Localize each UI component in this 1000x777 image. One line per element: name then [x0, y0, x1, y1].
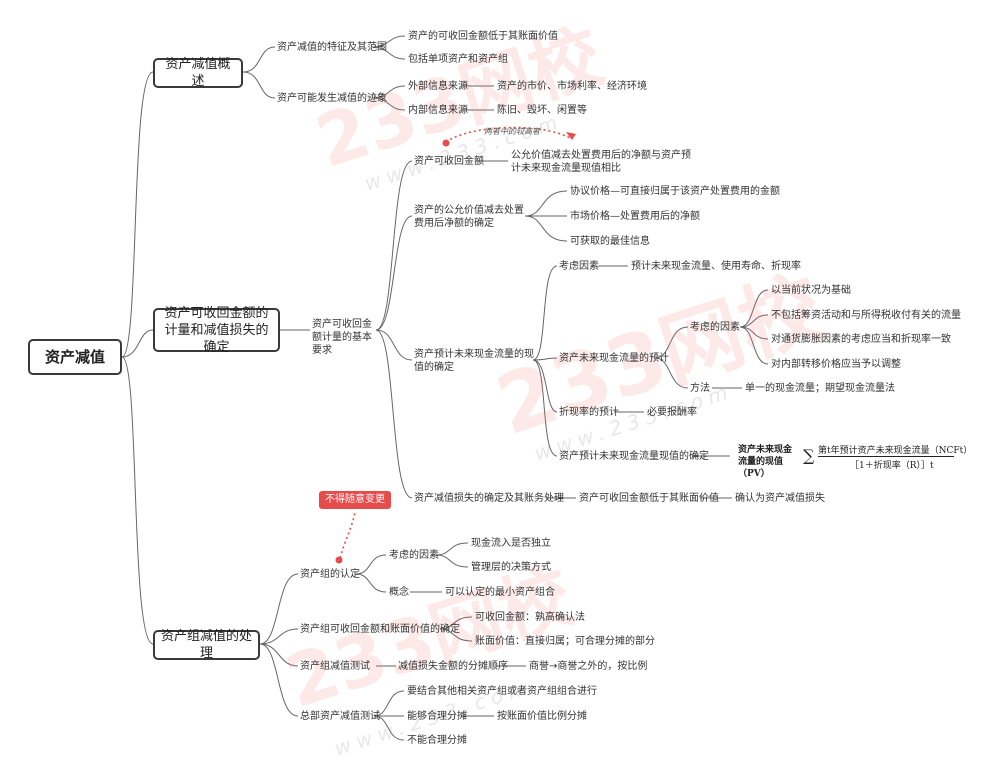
node-method[interactable]: 方法 [690, 383, 710, 394]
formula-sum: ∑ [803, 446, 815, 465]
node-recoverable-amount[interactable]: 资产可收回金额 [414, 156, 484, 167]
formula-numerator: 第t年预计资产未来现金流量（NCFt） [818, 446, 973, 456]
node-fair-value-item[interactable]: 可获取的最佳信息 [570, 236, 650, 247]
node-cashflow-factor-item[interactable]: 不包括筹资活动和与所得税收付有关的流量 [771, 310, 961, 321]
node-method-detail[interactable]: 单一的现金流量；期望现金流量法 [745, 383, 895, 394]
node-fair-value[interactable]: 资产的公允价值减去处置费用后净额的确定 [414, 205, 524, 229]
node-external-detail[interactable]: 资产的市价、市场利率、经济环境 [497, 81, 647, 92]
node-hq-allocate[interactable]: 按账面价值比例分摊 [497, 711, 587, 722]
node-consideration-item[interactable]: 现金流入是否独立 [471, 538, 551, 549]
node-concept-detail[interactable]: 可以认定的最小资产组合 [445, 587, 555, 598]
node-feature-item[interactable]: 包括单项资产和资产组 [408, 54, 508, 65]
node-test-detail[interactable]: 商誉→商誉之外的，按比例 [529, 661, 648, 672]
node-impairment[interactable]: 资产减值损失的确定及其账务处理 [414, 493, 564, 504]
node-group-test[interactable]: 资产组减值测试 [300, 661, 370, 672]
node-test-order[interactable]: 减值损失金额的分摊顺序 [398, 661, 508, 672]
node-signs[interactable]: 资产可能发生减值的迹象 [277, 93, 387, 104]
node-fair-value-item[interactable]: 协议价格—可直接归属于该资产处置费用的金额 [570, 186, 780, 197]
node-factors-detail[interactable]: 预计未来现金流量、使用寿命、折现率 [631, 261, 801, 272]
node-discount-detail[interactable]: 必要报酬率 [647, 407, 697, 418]
node-cashflow-factors[interactable]: 考虑的因素 [690, 322, 740, 333]
tag-no-arbitrary-change: 不得随意变更 [319, 491, 391, 509]
node-consideration-item[interactable]: 管理层的决策方式 [471, 562, 551, 573]
node-hq-test[interactable]: 总部资产减值测试 [300, 711, 380, 722]
node-carrying-item[interactable]: 可收回金额：孰高确认法 [475, 612, 585, 623]
node-hq-item[interactable]: 要结合其他相关资产组或者资产组组合进行 [407, 686, 597, 697]
node-hq-item[interactable]: 能够合理分摊 [407, 711, 467, 722]
node-impairment-condition[interactable]: 资产可收回金额低于其账面价值 [579, 493, 719, 504]
branch-overview[interactable]: 资产减值概述 [153, 57, 243, 89]
node-discount[interactable]: 折现率的预计 [559, 407, 619, 418]
node-basic-requirements[interactable]: 资产可收回金额计量的基本要求 [312, 319, 372, 356]
node-features[interactable]: 资产减值的特征及其范围 [277, 42, 387, 53]
node-factors[interactable]: 考虑因素 [559, 261, 599, 272]
node-carrying-item[interactable]: 账面价值：直接归属；可合理分摊的部分 [475, 636, 655, 647]
node-amount-detail[interactable]: 公允价值减去处置费用后的净额与资产预计未来现金流量现值相比 [511, 150, 691, 174]
node-concept[interactable]: 概念 [389, 587, 409, 598]
formula-denominator: ［1＋折现率（R）］t [850, 461, 934, 471]
node-impairment-result[interactable]: 确认为资产减值损失 [735, 493, 825, 504]
node-internal-detail[interactable]: 陈旧、毁坏、闲置等 [497, 105, 587, 116]
node-external[interactable]: 外部信息来源 [408, 81, 468, 92]
node-cashflow[interactable]: 资产未来现金流量的预计 [559, 353, 669, 364]
node-cashflow-factor-item[interactable]: 对通货膨胀因素的考虑应当和折现率一致 [771, 334, 951, 345]
node-considerations[interactable]: 考虑的因素 [389, 550, 439, 561]
node-group-identify[interactable]: 资产组的认定 [300, 569, 360, 580]
note-higher: 两者中的较高者 [484, 127, 540, 136]
node-hq-item[interactable]: 不能合理分摊 [407, 735, 467, 746]
formula-fraction-bar [818, 456, 954, 457]
node-feature-item[interactable]: 资产的可收回金额低于其账面价值 [408, 31, 558, 42]
node-cashflow-factor-item[interactable]: 对内部转移价格应当予以调整 [771, 359, 901, 370]
node-fair-value-item[interactable]: 市场价格—处置费用后的净额 [570, 211, 700, 222]
node-group-carrying[interactable]: 资产组可收回金额和账面价值的确定 [300, 624, 460, 635]
node-pv-calc[interactable]: 资产预计未来现金流量现值的确定 [559, 451, 709, 462]
branch-recoverable[interactable]: 资产可收回金额的计量和减值损失的确定 [153, 306, 280, 355]
root-node[interactable]: 资产减值 [28, 339, 122, 375]
node-pv[interactable]: 资产预计未来现金流量的现值的确定 [414, 349, 534, 373]
branch-group[interactable]: 资产组减值的处理 [153, 629, 260, 661]
formula-left: 资产未来现金流量的现值（PV） [738, 445, 793, 479]
node-cashflow-factor-item[interactable]: 以当前状况为基础 [771, 285, 851, 296]
node-internal[interactable]: 内部信息来源 [408, 105, 468, 116]
